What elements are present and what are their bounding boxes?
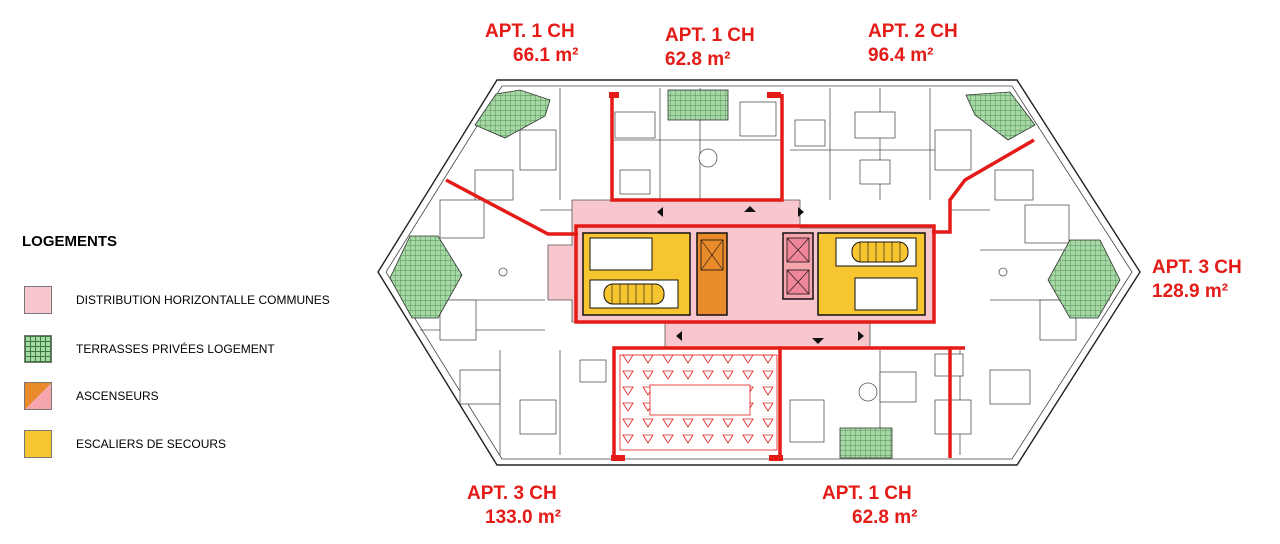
apartment-label-bottom-right: APT. 1 CH 62.8 m² [822,482,917,530]
legend-label: ASCENSEURS [76,389,159,403]
legend-swatch-orange [24,382,52,410]
apartment-label-top-center: APT. 1 CH 62.8 m² [665,24,755,72]
apartment-name: APT. 3 CH [467,483,557,504]
legend-item-elevators: ASCENSEURS [24,382,159,410]
legend-item-distribution: DISTRIBUTION HORIZONTALLE COMMUNES [24,286,330,314]
legend-item-terraces: TERRASSES PRIVÉES LOGEMENT [24,335,275,363]
legend-swatch-yellow [24,430,52,458]
terrace-top-center [667,89,729,121]
apartment-name: APT. 2 CH [868,21,958,42]
apartment-label-top-right: APT. 2 CH 96.4 m² [868,20,958,68]
apartment-name: APT. 1 CH [665,25,755,46]
legend-title: LOGEMENTS [22,233,118,250]
terrace-top-left [474,89,551,139]
apartment-name: APT. 3 CH [1152,257,1242,278]
direction-arrows [657,206,864,344]
legend-label: ESCALIERS DE SECOURS [76,437,227,451]
terrace-top-right [965,91,1036,141]
terrace-left [389,235,463,319]
apartment-area: 96.4 m² [868,45,934,66]
apartment-name: APT. 1 CH [822,483,912,504]
legend-label: DISTRIBUTION HORIZONTALLE COMMUNES [76,293,330,307]
apartment-label-right: APT. 3 CH 128.9 m² [1152,256,1242,304]
terrace-right [1047,239,1121,319]
apartment-area: 62.8 m² [665,49,731,70]
legend-label: TERRASSES PRIVÉES LOGEMENT [76,342,275,356]
building-inner-wall [385,85,1133,460]
apartment-name: APT. 1 CH [485,21,575,42]
legend-item-stairs: ESCALIERS DE SECOURS [24,430,226,458]
apartment-label-bottom-left: APT. 3 CH 133.0 m² [467,482,561,530]
apartment-label-top-left: APT. 1 CH 66.1 m² [485,20,578,68]
legend-swatch-green [24,335,52,363]
apartment-area: 128.9 m² [1152,281,1229,302]
furniture [439,101,1077,443]
apartment-area: 66.1 m² [513,45,579,66]
apartment-area: 133.0 m² [485,507,562,528]
terrace-bottom-center [839,427,893,459]
legend-swatch-pink [24,286,52,314]
apartment-area: 62.8 m² [852,507,918,528]
outline-end-caps [609,92,783,461]
apartment-outlines [445,94,1035,458]
